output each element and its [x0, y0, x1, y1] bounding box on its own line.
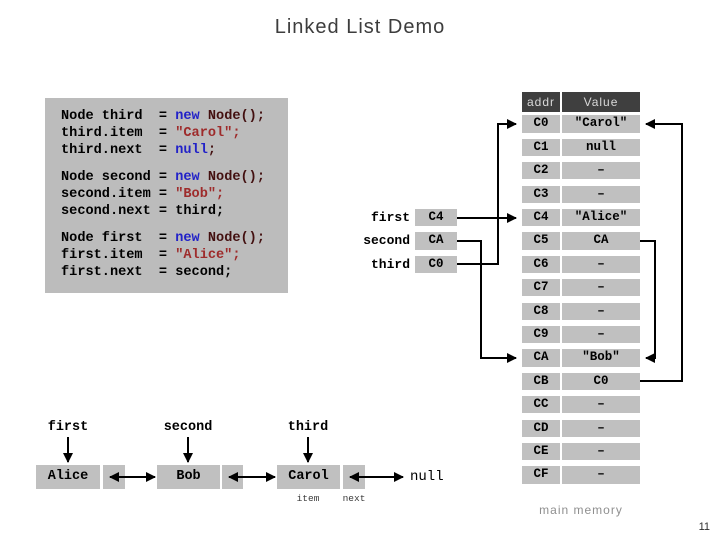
code-segment-plain: Node third = — [61, 109, 176, 124]
node-item-box-carol: Carol — [277, 465, 340, 489]
code-segment-plain — [200, 231, 208, 246]
memory-value-C3: – — [562, 185, 640, 203]
memory-value-C9: – — [562, 325, 640, 344]
code-block: Node third = new Node();third.item = "Ca… — [45, 98, 288, 293]
pointer-label-first: first — [370, 209, 410, 225]
pointer-label-second: second — [363, 233, 410, 249]
code-segment-type: Node(); — [207, 109, 265, 124]
memory-addr-CA: CA — [522, 349, 560, 367]
memory-value-CC: – — [562, 396, 640, 414]
code-segment-keyword: new — [175, 231, 200, 246]
null-terminator: null — [410, 469, 444, 485]
pointer-label-third: third — [370, 256, 410, 272]
pointer-box-first: C4 — [415, 208, 457, 227]
memory-value-CD: – — [562, 419, 640, 437]
code-group-1: Node second = new Node();second.item = "… — [61, 169, 288, 220]
memory-value-CF: – — [562, 466, 640, 484]
code-segment-keyword: new — [175, 170, 200, 185]
node-next-box-alice — [103, 465, 125, 489]
code-segment-string: "Alice"; — [175, 248, 241, 263]
memory-addr-CF: CF — [522, 466, 560, 484]
node-next-box-carol — [343, 465, 365, 489]
pointer-box-second: CA — [415, 232, 457, 250]
code-group-2: Node first = new Node();first.item = "Al… — [61, 230, 288, 281]
memory-header-value: Value — [562, 92, 640, 112]
code-segment-plain: third.item = — [61, 126, 176, 141]
code-group-0: Node third = new Node();third.item = "Ca… — [61, 108, 288, 159]
memory-value-CE: – — [562, 442, 640, 461]
code-segment-plain: third; — [175, 204, 225, 219]
code-segment-plain: first.item = — [61, 248, 176, 263]
arrow-second-to-CA — [457, 240, 517, 363]
slide-title: Linked List Demo — [274, 16, 446, 38]
memory-addr-C4: C4 — [522, 208, 560, 227]
memory-value-CB: C0 — [562, 372, 640, 391]
memory-addr-CD: CD — [522, 419, 560, 437]
memory-addr-C2: C2 — [522, 162, 560, 180]
code-line: second.item = "Bob"; — [61, 186, 288, 203]
memory-addr-C3: C3 — [522, 185, 560, 203]
memory-addr-C6: C6 — [522, 255, 560, 274]
memory-addr-C9: C9 — [522, 325, 560, 344]
list-pointer-label-first: first — [47, 420, 89, 435]
arrow-C5-to-CA — [640, 240, 656, 363]
code-segment-string: "Bob"; — [175, 187, 225, 202]
code-segment-plain: first.next = — [61, 265, 176, 280]
node-item-box-bob: Bob — [157, 465, 220, 489]
code-line: second.next = third; — [61, 203, 288, 220]
arrow-third-to-C0 — [457, 119, 517, 265]
memory-addr-C7: C7 — [522, 279, 560, 297]
memory-value-C1: null — [562, 138, 640, 157]
code-segment-keyword: null — [175, 143, 208, 158]
code-segment-plain: second; — [175, 265, 233, 280]
memory-value-C5: CA — [562, 232, 640, 250]
list-pointer-label-third: third — [287, 420, 329, 435]
memory-addr-CE: CE — [522, 442, 560, 461]
code-segment-type: Node(); — [207, 231, 265, 246]
code-segment-type: Node(); — [207, 170, 265, 185]
code-segment-plain: third.next = — [61, 143, 176, 158]
next-field-label: next — [342, 493, 366, 504]
code-line: third.next = null; — [61, 142, 288, 159]
code-segment-string: "Carol"; — [175, 126, 241, 141]
node-next-box-bob — [222, 465, 243, 489]
code-segment-plain: Node first = — [61, 231, 176, 246]
code-line: first.item = "Alice"; — [61, 247, 288, 264]
code-line: Node third = new Node(); — [61, 108, 288, 125]
code-segment-plain: Node second = — [61, 170, 176, 185]
memory-addr-C5: C5 — [522, 232, 560, 250]
arrow-CB-to-C0 — [640, 119, 683, 382]
memory-addr-CC: CC — [522, 396, 560, 414]
memory-addr-CB: CB — [522, 372, 560, 391]
memory-value-C6: – — [562, 255, 640, 274]
memory-value-C2: – — [562, 162, 640, 180]
memory-value-C8: – — [562, 302, 640, 320]
memory-value-C7: – — [562, 279, 640, 297]
code-line: third.item = "Carol"; — [61, 125, 288, 142]
code-segment-plain — [200, 109, 208, 124]
page-number: 11 — [698, 521, 710, 533]
code-segment-plain — [200, 170, 208, 185]
code-segment-plain: second.next = — [61, 204, 176, 219]
code-line: Node first = new Node(); — [61, 230, 288, 247]
pointer-box-third: C0 — [415, 255, 457, 274]
node-item-box-alice: Alice — [36, 465, 100, 489]
code-line: Node second = new Node(); — [61, 169, 288, 186]
memory-caption: main memory — [539, 503, 623, 517]
code-line: first.next = second; — [61, 264, 288, 281]
memory-addr-C0: C0 — [522, 115, 560, 133]
list-pointer-label-second: second — [163, 420, 213, 435]
memory-addr-C1: C1 — [522, 138, 560, 157]
memory-value-C4: "Alice" — [562, 208, 640, 227]
code-segment-keyword: new — [175, 109, 200, 124]
memory-header-addr: addr — [522, 92, 560, 112]
item-field-label: item — [296, 493, 320, 504]
memory-value-CA: "Bob" — [562, 349, 640, 367]
memory-value-C0: "Carol" — [562, 115, 640, 133]
code-segment-plain: second.item = — [61, 187, 176, 202]
memory-addr-C8: C8 — [522, 302, 560, 320]
code-segment-type: ; — [207, 143, 217, 158]
